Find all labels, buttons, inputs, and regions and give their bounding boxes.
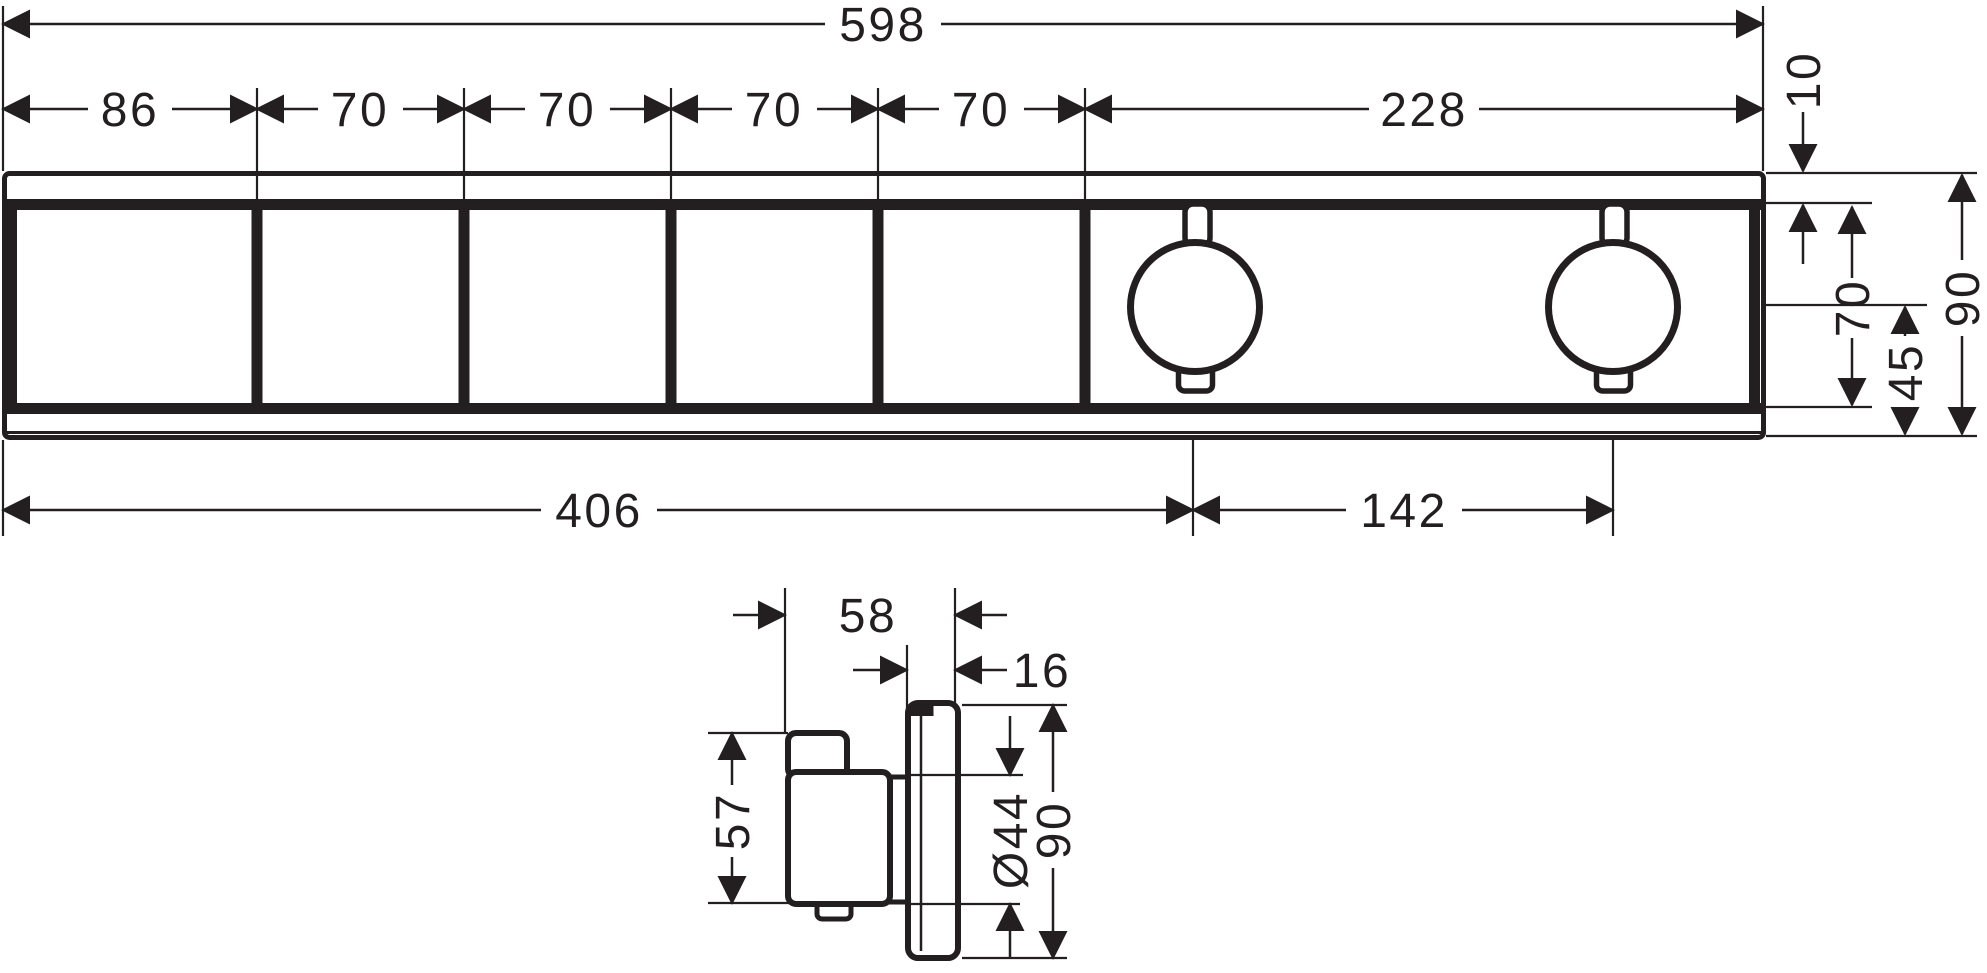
button-cell-divider — [665, 199, 677, 414]
dim-segment-label: 228 — [1380, 84, 1468, 137]
dim-segment-label: 70 — [331, 84, 389, 137]
side-profile — [785, 700, 961, 961]
knob-right-circle — [1545, 239, 1681, 375]
dim-knob-diameter: Ø44 — [985, 716, 1038, 957]
button-cell-divider — [251, 199, 263, 414]
dim-center-from-bottom: 45 — [1880, 305, 1933, 436]
dim-segment-label: 70 — [952, 84, 1010, 137]
face-left-border — [6, 199, 17, 414]
dim-segment-label: 70 — [538, 84, 596, 137]
button-cell-divider — [1079, 199, 1091, 414]
face-right-border — [1749, 199, 1760, 414]
knob-left-circle — [1127, 239, 1263, 375]
panel-front — [2, 171, 1766, 440]
dim-segment-label: 86 — [101, 84, 159, 137]
dim-segment-label: 70 — [745, 84, 803, 137]
button-cell-divider — [872, 199, 884, 414]
dim-overall-height: 90 — [1937, 173, 1987, 436]
dim-top-offset-label: 10 — [1778, 51, 1831, 109]
dim-face-height: 70 — [1827, 205, 1880, 407]
side-view: 58 16 57 Ø44 90 — [707, 588, 1081, 961]
dim-plate-height: 90 — [1028, 703, 1081, 960]
knob-right — [1545, 201, 1681, 394]
face-top-border — [6, 199, 1762, 210]
dim-top-offset: 10 — [1778, 51, 1831, 264]
dim-to-first-knob-label: 406 — [555, 485, 643, 538]
button-cell-divider — [458, 199, 470, 414]
dim-knob-diameter-label: Ø44 — [985, 791, 1038, 889]
dim-knob-spacing-label: 142 — [1360, 485, 1448, 538]
dim-right-side: 10 70 45 90 — [1778, 51, 1987, 436]
face-bottom-border — [6, 403, 1762, 414]
dim-bottom-chain: 406 142 — [1, 485, 1615, 538]
dim-body-height-label: 57 — [707, 792, 760, 850]
dim-overall-width: 598 — [1, 0, 1765, 52]
dim-body-height: 57 — [707, 731, 760, 905]
dim-face-height-label: 70 — [1827, 279, 1880, 337]
dim-overall-width-label: 598 — [839, 0, 927, 52]
dim-total-depth: 58 — [733, 590, 1007, 643]
front-view: 598 86 70 70 70 70 228 — [1, 0, 1987, 538]
side-wall-plate — [905, 700, 961, 961]
dim-total-depth-label: 58 — [839, 590, 897, 643]
dim-plate-height-label: 90 — [1028, 801, 1081, 859]
panel-bottom-edge-line — [4, 431, 1764, 434]
side-valve-body — [785, 769, 893, 907]
dim-segment-chain: 86 70 70 70 70 228 — [1, 84, 1765, 137]
dim-overall-height-label: 90 — [1937, 269, 1987, 327]
dim-front-depth-label: 16 — [1013, 645, 1071, 698]
dim-center-from-bottom-label: 45 — [1880, 343, 1933, 401]
panel-outline — [2, 171, 1766, 440]
knob-left — [1127, 201, 1263, 394]
dim-front-depth: 16 — [853, 645, 1071, 698]
